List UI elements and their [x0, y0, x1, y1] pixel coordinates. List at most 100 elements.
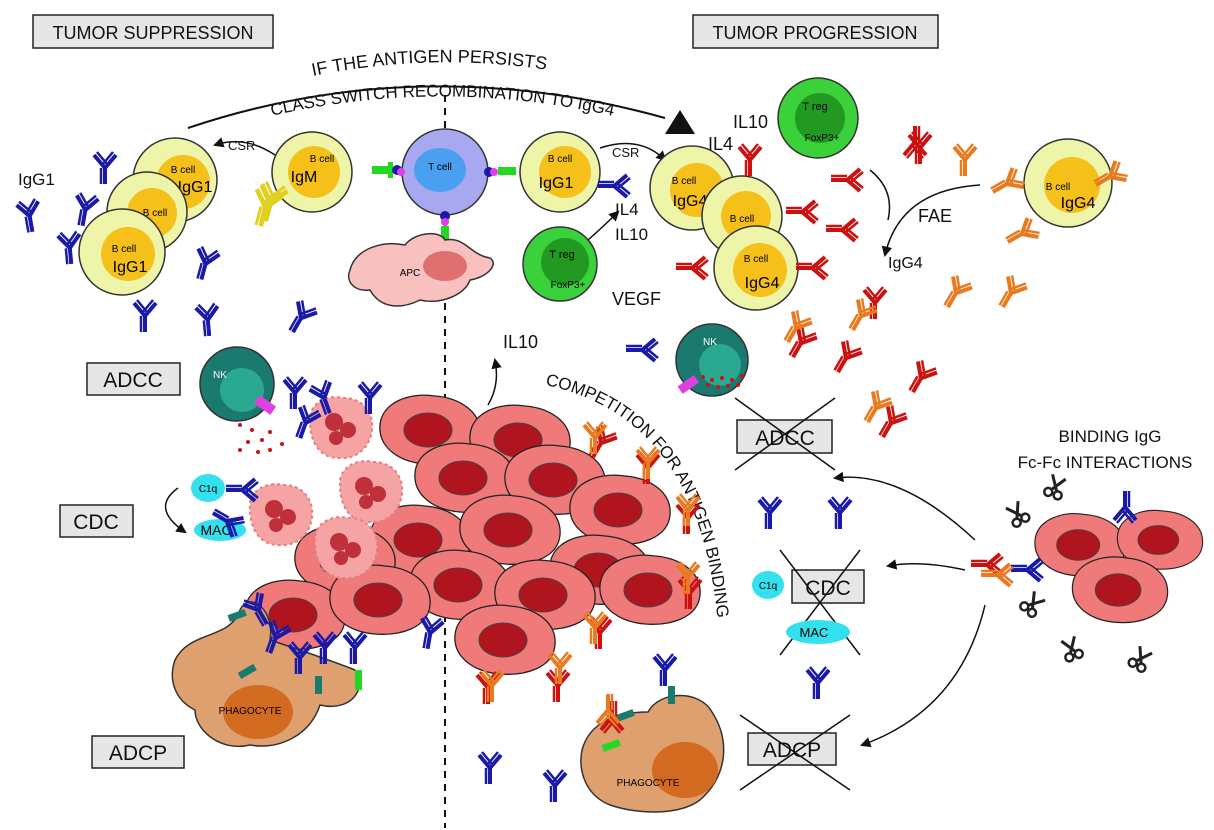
antibody-glyph [193, 301, 223, 339]
svg-text:ADCP: ADCP [109, 742, 167, 765]
arrow-to-adcp [860, 604, 986, 748]
svg-text:T reg: T reg [802, 101, 827, 113]
apc-cell: APC [348, 233, 494, 307]
antibody-glyph [991, 271, 1031, 315]
antibody-glyph [784, 199, 820, 225]
fc-fc-label: Fc-Fc INTERACTIONS [1018, 453, 1193, 472]
il10-arrow [487, 357, 502, 406]
class-switch-arc [187, 85, 666, 129]
svg-text:CDC: CDC [73, 511, 119, 534]
antibody-glyph [824, 217, 860, 243]
tcr-left [372, 162, 405, 178]
antibody-glyph [871, 401, 911, 445]
binding-igg-label: BINDING IgG [1059, 427, 1162, 446]
arc-arrowhead [665, 110, 695, 134]
class-switch-label: CLASS SWITCH RECOMBINATION TO IgG4 [269, 81, 617, 119]
svg-text:IgG4: IgG4 [1061, 195, 1096, 212]
antibody-glyph [805, 665, 831, 701]
il4-label-mid: IL4 [615, 200, 639, 219]
igg1-free-label: IgG1 [18, 170, 55, 189]
b-cell-igg1-right: B cell IgG1 [519, 131, 601, 213]
antibody-glyph [936, 271, 976, 315]
adcc-box-right: ADCC [734, 397, 836, 471]
antibody-glyph [342, 630, 368, 666]
fae-arrow-2 [869, 169, 891, 221]
adcp-box-right: ADCP [739, 714, 851, 791]
phagocyte-right: PHAGOCYTE [580, 686, 725, 813]
vegf-label: VEGF [612, 289, 661, 309]
svg-text:B cell: B cell [171, 165, 195, 176]
antibody-glyph [282, 375, 308, 411]
antibody-glyph [794, 255, 830, 281]
svg-text:IgG1: IgG1 [539, 175, 574, 192]
granules-left [238, 423, 284, 454]
antibody-glyph [224, 477, 260, 503]
fae-label: FAE [918, 206, 952, 226]
adcc-box-left: ADCC [86, 362, 181, 396]
tumor-progression-title-box: TUMOR PROGRESSION [692, 14, 939, 49]
tumor-progression-title: TUMOR PROGRESSION [712, 23, 917, 43]
antibody-glyph [781, 321, 821, 365]
b-cell-igg1-bottom: B cell IgG1 [78, 208, 166, 296]
csr-arrow-left [213, 137, 276, 156]
antibody-glyph [829, 167, 865, 193]
svg-text:B cell: B cell [1046, 182, 1070, 193]
nk-cell-left: NK [199, 346, 277, 422]
il10-label-tumor: IL10 [503, 332, 538, 352]
svg-text:ADCC: ADCC [755, 427, 815, 450]
c1q-left: C1q [191, 474, 225, 502]
antibody-glyph [542, 768, 568, 804]
phagocyte-left: PHAGOCYTE [171, 601, 360, 748]
antibody-glyph [757, 495, 783, 531]
antibody-glyph [14, 196, 46, 236]
antibody-glyph [596, 173, 632, 199]
svg-text:IgG1: IgG1 [178, 179, 213, 196]
svg-text:APC: APC [400, 268, 421, 279]
antibody-glyph [132, 298, 158, 334]
tcr-bottom [440, 211, 450, 244]
svg-text:B cell: B cell [112, 244, 136, 255]
svg-text:NK: NK [703, 337, 717, 348]
antibody-glyph [92, 150, 118, 186]
svg-text:NK: NK [213, 370, 227, 381]
svg-text:C1q: C1q [759, 581, 777, 592]
svg-text:IgG4: IgG4 [673, 193, 708, 210]
tumor-suppression-title: TUMOR SUPPRESSION [52, 23, 253, 43]
svg-text:IgG1: IgG1 [113, 259, 148, 276]
b-cell-igg4-bottom: B cell IgG4 [713, 225, 799, 311]
cdc-box-right: CDC [779, 549, 865, 656]
il10-label-top: IL10 [733, 112, 768, 132]
treg-lower-arrow [587, 210, 620, 241]
antibody-glyph [674, 255, 710, 281]
svg-text:B cell: B cell [744, 254, 768, 265]
svg-text:MAC: MAC [800, 625, 829, 640]
svg-text:FoxP3+: FoxP3+ [551, 280, 586, 291]
fae-arrow [881, 184, 981, 258]
b-cell-igm: B cell IgM [271, 131, 353, 213]
antibody-glyph [1009, 557, 1045, 583]
igg4-free-label: IgG4 [888, 255, 923, 272]
svg-text:T cell: T cell [428, 162, 452, 173]
antibody-glyph [952, 142, 978, 178]
svg-text:ADCC: ADCC [103, 369, 163, 392]
svg-text:PHAGOCYTE: PHAGOCYTE [219, 706, 282, 717]
cdc-curved-arrow [164, 487, 187, 534]
svg-text:B cell: B cell [143, 208, 167, 219]
il10-label-mid: IL10 [615, 225, 648, 244]
antibody-glyph [188, 243, 223, 285]
tcr-right [484, 167, 516, 177]
antibody-glyph [635, 445, 661, 481]
t-reg-lower: T reg FoxP3+ [522, 226, 598, 302]
mac-right: MAC [786, 620, 850, 644]
antibody-glyph [901, 356, 941, 400]
svg-text:B cell: B cell [310, 154, 334, 165]
arrow-to-cdc [885, 559, 966, 571]
antibody-glyph [1112, 489, 1138, 525]
svg-text:CDC: CDC [805, 577, 851, 600]
antigen-persists-label: IF THE ANTIGEN PERSISTS [310, 46, 549, 80]
tumor-suppression-title-box: TUMOR SUPPRESSION [32, 14, 274, 49]
antibody-glyph [624, 337, 660, 363]
antibody-glyph [477, 750, 503, 786]
antibody-glyph [985, 164, 1029, 204]
